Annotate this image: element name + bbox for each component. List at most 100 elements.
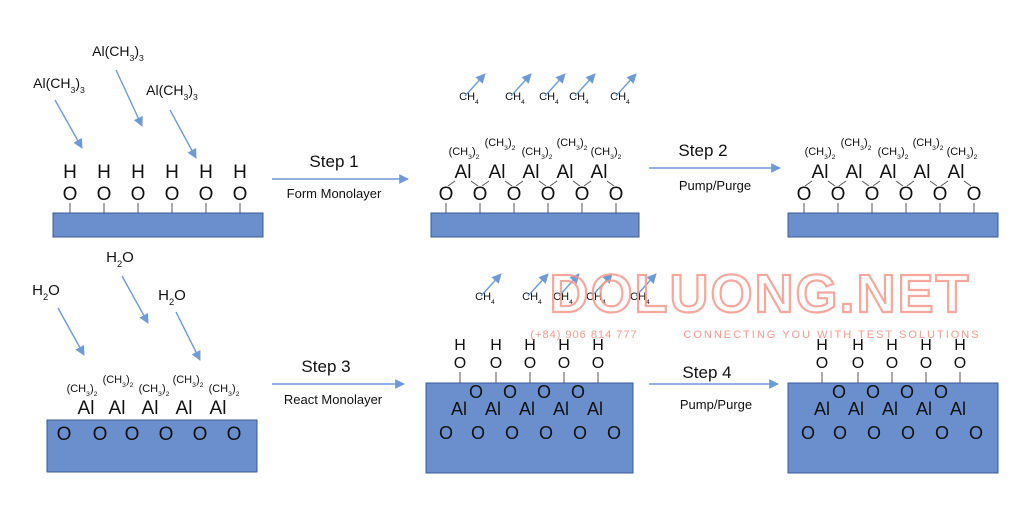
bond-line [447, 180, 456, 187]
water-arrow [175, 311, 201, 361]
methane-release-arrow [480, 273, 502, 297]
oxygen-atom: O [886, 355, 898, 372]
aluminum-atom: Al [109, 398, 126, 419]
substrate-panel-5 [425, 382, 634, 474]
aluminum-atom: Al [916, 399, 932, 419]
oxygen-atom: O [490, 355, 502, 372]
aluminum-atom: Al [557, 162, 574, 183]
methyl-group-label: (CH3)2 [485, 137, 516, 152]
bond-line [470, 180, 479, 187]
oxygen-atom: O [920, 355, 932, 372]
methyl-group-label: (CH3)2 [841, 137, 872, 152]
oxygen-atom: O [473, 184, 488, 205]
aluminum-atom: Al [553, 399, 569, 419]
step-title-2: Step 2 [678, 141, 727, 160]
water-label-2: H2O [106, 249, 134, 269]
methane-release-arrow [510, 73, 532, 97]
bond-line [906, 180, 915, 187]
bond-line [515, 180, 524, 187]
oxygen-atom: O [899, 184, 914, 205]
methane-label: CH4 [539, 91, 559, 106]
hydrogen-atom: H [490, 337, 502, 354]
methyl-group-label: (CH3)2 [947, 146, 978, 161]
aluminum-atom: Al [451, 399, 467, 419]
step-title-3: Step 3 [301, 357, 350, 376]
precursor-label-1: Al(CH3)3 [33, 75, 85, 95]
methyl-group-label: (CH3)2 [103, 374, 134, 389]
hydrogen-atom: H [165, 162, 179, 183]
watermark-tagline: CONNECTING YOU WITH TEST SOLUTIONS [683, 329, 980, 341]
step-caption-1: Form Monolayer [287, 186, 382, 201]
oxygen-atom: O [558, 355, 570, 372]
aluminum-atom: Al [455, 162, 472, 183]
step-caption-3: React Monolayer [284, 392, 383, 407]
hydrogen-atom: H [558, 337, 570, 354]
aluminum-atom: Al [848, 399, 864, 419]
hydrogen-atom: H [592, 337, 604, 354]
methane-release-arrow [464, 73, 486, 97]
water-label-3: H2O [158, 287, 186, 307]
step-caption-2: Pump/Purge [679, 178, 751, 193]
hydrogen-atom: H [954, 337, 966, 354]
methane-label: CH4 [586, 291, 606, 306]
bond-line [861, 180, 870, 187]
methane-label: CH4 [569, 91, 589, 106]
step-caption-4: Pump/Purge [680, 397, 752, 412]
oxygen-atom: O [541, 184, 556, 205]
oxygen-atom: O [571, 382, 585, 402]
oxygen-atom: O [865, 184, 880, 205]
methane-label: CH4 [630, 291, 650, 306]
precursor-label-2: Al(CH3)3 [92, 43, 144, 63]
oxygen-atom: O [816, 355, 828, 372]
oxygen-atom: O [539, 423, 553, 443]
hydrogen-atom: H [199, 162, 213, 183]
methyl-group-label: (CH3)2 [139, 383, 170, 398]
oxygen-atom: O [866, 382, 880, 402]
methane-label: CH4 [553, 291, 573, 306]
bond-line [895, 180, 904, 187]
methane-release-arrow [544, 73, 566, 97]
precursor-arrow [115, 69, 143, 127]
aluminum-atom: Al [814, 399, 830, 419]
oxygen-atom: O [503, 382, 517, 402]
bond-line [929, 180, 938, 187]
oxygen-atom: O [439, 423, 453, 443]
hydrogen-atom: H [524, 337, 536, 354]
oxygen-atom: O [505, 423, 519, 443]
oxygen-atom: O [900, 382, 914, 402]
oxygen-atom: O [867, 423, 881, 443]
methane-label: CH4 [475, 291, 495, 306]
bond-line [963, 180, 972, 187]
step-title-1: Step 1 [309, 152, 358, 171]
precursor-arrow [54, 99, 83, 149]
oxygen-atom: O [125, 424, 140, 445]
aluminum-atom: Al [176, 398, 193, 419]
oxygen-atom: O [801, 423, 815, 443]
methyl-group-label: (CH3)2 [522, 146, 553, 161]
hydrogen-atom: H [816, 337, 828, 354]
substrate-panel-3 [787, 212, 999, 238]
aluminum-atom: Al [210, 398, 227, 419]
oxygen-atom: O [967, 184, 982, 205]
bond-line [504, 180, 513, 187]
methane-label: CH4 [459, 91, 479, 106]
aluminum-atom: Al [489, 162, 506, 183]
substrate-panel-4 [46, 419, 258, 473]
aluminum-atom: Al [591, 162, 608, 183]
oxygen-atom: O [832, 382, 846, 402]
oxygen-atom: O [469, 382, 483, 402]
substrate-panel-1 [52, 212, 264, 238]
water-arrow [57, 307, 85, 356]
oxygen-atom: O [592, 355, 604, 372]
water-arrow [121, 275, 149, 324]
methyl-group-label: (CH3)2 [449, 146, 480, 161]
oxygen-atom: O [507, 184, 522, 205]
watermark-phone: (+84) 906 814 777 [530, 329, 637, 341]
oxygen-atom: O [199, 184, 214, 205]
methane-release-arrow [591, 273, 613, 297]
oxygen-atom: O [934, 382, 948, 402]
oxygen-atom: O [454, 355, 466, 372]
aluminum-atom: Al [812, 162, 829, 183]
oxygen-atom: O [193, 424, 208, 445]
oxygen-atom: O [63, 184, 78, 205]
